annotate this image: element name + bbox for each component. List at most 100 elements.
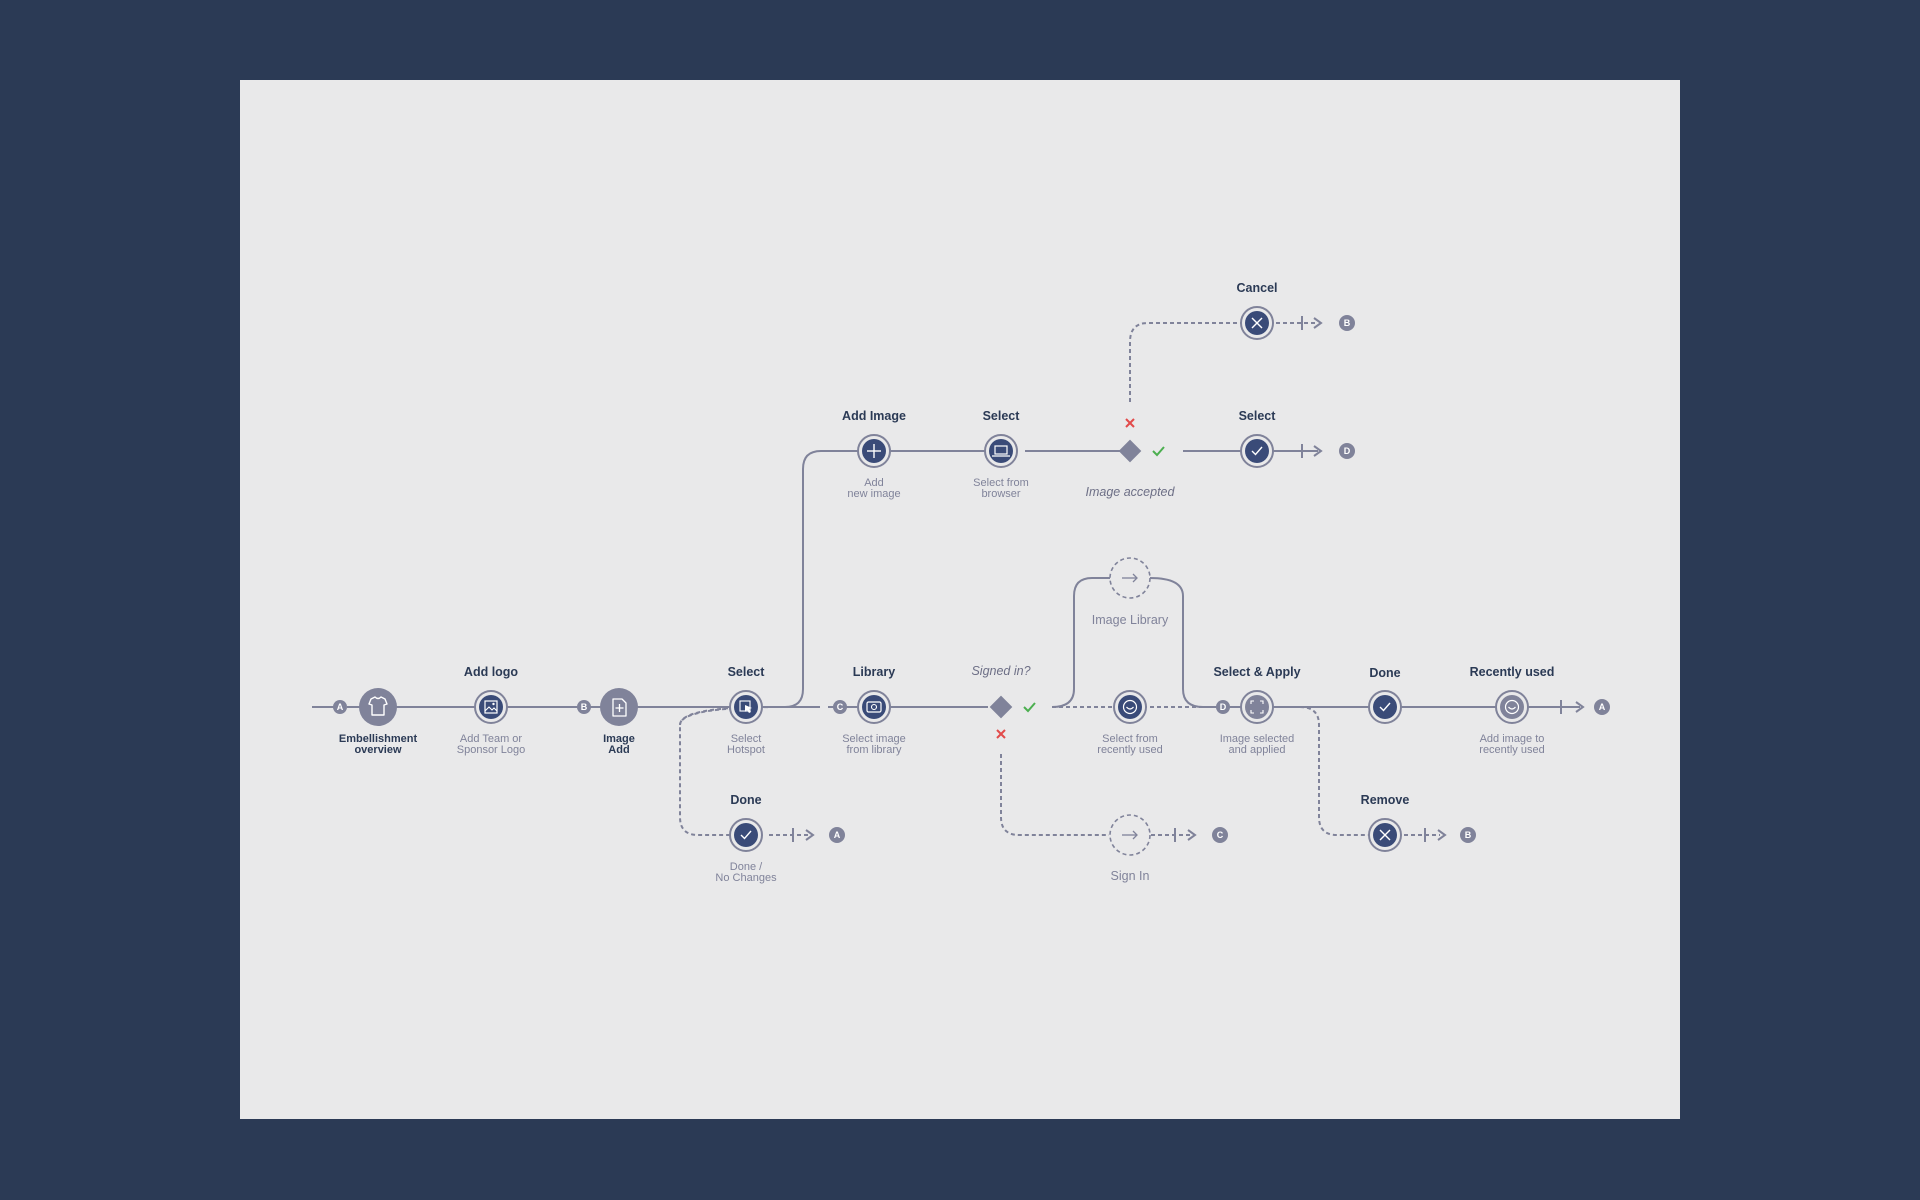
node-title: Library <box>853 665 895 679</box>
check-mark-icon <box>1023 702 1036 713</box>
node-sign-in[interactable]: Sign In <box>1109 814 1151 883</box>
node-title: Remove <box>1361 793 1410 807</box>
node-select-browser[interactable]: Select Select from browser <box>973 409 1029 500</box>
resize-icon <box>1250 700 1264 714</box>
flow-canvas: A B C D A B D A C B Embell <box>240 80 1680 1119</box>
close-icon <box>1379 829 1391 841</box>
check-icon <box>740 830 752 840</box>
node-add-image[interactable]: Add Image Add new image <box>842 409 906 500</box>
connectors <box>312 316 1585 842</box>
marker-b-main: B <box>577 700 591 714</box>
node-sub-2: browser <box>981 488 1020 500</box>
node-select-hotspot[interactable]: Select Select Hotspot <box>727 665 765 756</box>
node-select-top[interactable]: Select <box>1239 409 1277 468</box>
node-title: Select <box>983 409 1021 423</box>
decision-image-accepted: Image accepted <box>1086 418 1176 499</box>
cursor-icon <box>739 700 752 713</box>
node-sub-1: Select <box>731 733 762 745</box>
marker-a-label: A <box>834 830 841 840</box>
arrow-right-icon <box>1122 573 1138 583</box>
diamond-icon <box>989 695 1013 719</box>
node-title: Done <box>730 793 761 807</box>
diamond-icon <box>1118 439 1142 463</box>
node-sub-2: No Changes <box>715 872 777 884</box>
node-image-add[interactable]: Image Add <box>600 688 638 756</box>
photo-icon <box>866 701 882 713</box>
node-sub-2: and applied <box>1229 744 1286 756</box>
marker-a-label: A <box>337 702 344 712</box>
node-sub-1: Select from <box>973 477 1029 489</box>
node-sub-2: new image <box>847 488 900 500</box>
decision-caption: Image accepted <box>1086 485 1176 499</box>
smile-icon <box>1122 699 1138 715</box>
node-sub-2: from library <box>846 744 902 756</box>
shirt-icon <box>368 696 388 716</box>
node-add-logo[interactable]: Add logo Add Team or Sponsor Logo <box>457 665 526 756</box>
node-sub-1: Embellishment <box>339 733 418 745</box>
node-done-main[interactable]: Done <box>1368 666 1402 724</box>
node-sub-1: Add image to <box>1480 733 1545 745</box>
node-remove[interactable]: Remove <box>1361 793 1410 852</box>
marker-b-remove: B <box>1460 827 1476 843</box>
node-title: Add logo <box>464 665 519 679</box>
marker-b-cancel: B <box>1339 315 1355 331</box>
marker-d-label: D <box>1344 446 1351 456</box>
node-recently-used[interactable]: Recently used Add image to recently used <box>1470 665 1555 756</box>
node-embellishment-overview[interactable]: Embellishment overview <box>339 688 418 756</box>
decision-title: Signed in? <box>971 664 1030 678</box>
node-sub-2: recently used <box>1097 744 1162 756</box>
image-icon <box>484 700 498 714</box>
plus-icon <box>867 444 881 458</box>
node-select-apply[interactable]: Select & Apply Image selected and applie… <box>1213 665 1300 756</box>
smile-icon <box>1504 699 1520 715</box>
node-title: Sign In <box>1111 869 1150 883</box>
node-image-library[interactable]: Image Library <box>1092 557 1169 627</box>
marker-d-main: D <box>1216 700 1230 714</box>
marker-b-label: B <box>581 702 588 712</box>
marker-c-label: C <box>837 702 844 712</box>
node-sub-1: Done / <box>730 861 763 873</box>
node-sub-1: Select from <box>1102 733 1158 745</box>
marker-c-label: C <box>1217 830 1224 840</box>
node-title: Select & Apply <box>1213 665 1300 679</box>
node-title: Cancel <box>1237 281 1278 295</box>
marker-a-label: A <box>1599 702 1606 712</box>
check-mark-icon <box>1152 446 1165 457</box>
file-add-icon <box>612 698 627 717</box>
marker-a-done: A <box>829 827 845 843</box>
node-sub-2: overview <box>354 744 402 756</box>
node-sub-1: Image selected <box>1220 733 1295 745</box>
node-sub-1: Add Team or <box>460 733 523 745</box>
laptop-icon <box>992 445 1010 457</box>
node-title: Add Image <box>842 409 906 423</box>
node-sub-2: Hotspot <box>727 744 765 756</box>
node-title: Image Library <box>1092 613 1169 627</box>
user-flow-diagram: A B C D A B D A C B Embell <box>312 281 1610 884</box>
marker-b-label: B <box>1465 830 1472 840</box>
node-sub-2: Sponsor Logo <box>457 744 526 756</box>
marker-a-start: A <box>333 700 347 714</box>
marker-c-signin: C <box>1212 827 1228 843</box>
check-icon <box>1251 446 1263 456</box>
check-icon <box>1379 702 1391 712</box>
marker-d-select: D <box>1339 443 1355 459</box>
close-icon <box>1251 317 1263 329</box>
node-title: Select <box>728 665 766 679</box>
node-cancel[interactable]: Cancel <box>1237 281 1278 340</box>
arrow-right-icon <box>1122 830 1138 840</box>
node-title: Select <box>1239 409 1277 423</box>
marker-a-end: A <box>1594 699 1610 715</box>
node-sub-2: recently used <box>1479 744 1544 756</box>
node-sub-1: Add <box>864 477 884 489</box>
cross-mark-icon <box>1125 418 1135 428</box>
node-select-recently-used[interactable]: Select from recently used <box>1097 690 1163 756</box>
node-sub-1: Image <box>603 733 635 745</box>
node-done-no-changes[interactable]: Done Done / No Changes <box>715 793 777 884</box>
node-title: Done <box>1369 666 1400 680</box>
marker-d-label: D <box>1220 702 1227 712</box>
node-library[interactable]: Library Select image from library <box>842 665 906 756</box>
decision-signed-in: Signed in? <box>971 664 1036 739</box>
marker-b-label: B <box>1344 318 1351 328</box>
node-sub-1: Select image <box>842 733 906 745</box>
marker-c-main: C <box>833 700 847 714</box>
